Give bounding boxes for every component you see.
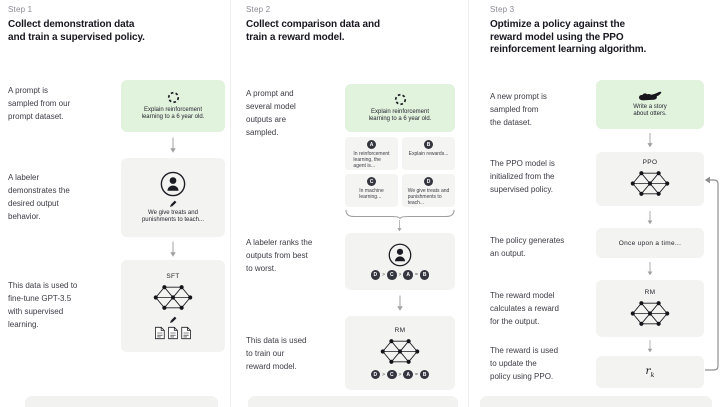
labeler-icon [160,171,186,197]
caption-outputs-sampled: A prompt and several model outputs are s… [246,89,296,137]
ppo-label: PPO [642,159,658,166]
output-card-d: D We give treats and punishments to teac… [402,174,455,207]
down-arrow-icon [396,220,403,232]
output-card-text: Explain rewards... [408,150,449,157]
down-arrow-icon [646,133,654,148]
caption-generates-output: The policy generates an output. [490,236,565,258]
prompt-box-text: Write a story about otters. [633,103,667,117]
next-row-card-edge [248,396,458,407]
pencil-icon [169,199,178,208]
step-1-heading: Collect demonstration data and train a s… [8,19,145,43]
caption-ppo-init: The PPO model is initialized from the su… [490,159,555,194]
step-3-label: Step 3 [490,5,515,14]
rank-item: D [370,270,381,280]
network-icon [630,168,670,199]
output-card-b: B Explain rewards... [402,137,455,170]
next-row-card-edge [480,396,712,407]
ppo-model-box: PPO [596,152,704,206]
labeler-icon [388,243,412,267]
prompt-box-text: Explain reinforcement learning to a 6 ye… [368,108,432,122]
labeler-rank-box: D > C > A = B [345,233,455,290]
prompt-box: Explain reinforcement learning to a 6 ye… [121,80,225,132]
rank-separator: > [382,272,386,278]
ranking-row: D > C > A = B [370,270,430,280]
step-2-heading: Collect comparison data and train a rewa… [246,19,380,43]
sft-model-box: SFT [121,260,225,352]
output-card-text: In reinforcement learning, the agent is.… [353,150,390,169]
generated-output-box: Once upon a time... [596,228,704,258]
rank-separator: = [414,272,418,278]
output-card-text: In machine learning... [359,187,384,200]
output-card-a: A In reinforcement learning, the agent i… [345,137,398,170]
documents-icon [154,326,192,340]
reward-value-box: rk [596,356,704,388]
rm-label: RM [394,326,406,334]
brace-icon [345,210,455,219]
sft-label: SFT [166,272,180,280]
ranking-row: D > C > A = B [370,369,430,380]
rm-label: RM [644,288,656,296]
caption-prompt-sampled: A prompt is sampled from our prompt data… [8,86,71,121]
sampling-icon [394,93,407,106]
rank-item: B [419,270,430,280]
down-arrow-icon [169,137,177,154]
rank-item: B [419,369,430,380]
rank-separator: > [398,272,402,278]
step-1-label: Step 1 [8,5,33,14]
rank-item: C [387,270,397,280]
rank-item: A [403,270,413,280]
output-text: Once upon a time... [618,239,682,247]
rank-separator: > [398,371,402,378]
reward-model-box: RM D > C > A = B [345,316,455,390]
sampling-icon [167,91,180,104]
pencil-icon [169,315,178,324]
down-arrow-icon [646,262,654,276]
rank-separator: > [382,371,386,378]
down-arrow-icon [169,241,177,258]
prompt-box-text: Explain reinforcement learning to a 6 ye… [141,106,205,120]
output-letter-badge: D [424,177,433,186]
rank-item: D [370,369,381,380]
loop-arrow-icon [704,176,719,371]
reward-model-box: RM [596,280,704,337]
step-3-heading: Optimize a policy against the reward mod… [490,19,647,55]
output-card-text: We give treats and punishments to teach.… [407,187,450,206]
reward-value: rk [645,364,655,380]
prompt-box: Explain reinforcement learning to a 6 ye… [345,84,455,132]
rank-item: A [403,369,413,380]
column-divider [468,0,469,407]
labeler-demo-box: We give treats and punishments to teach.… [121,158,225,237]
output-letter-badge: C [367,177,376,186]
output-letter-badge: B [424,140,433,149]
network-icon [380,336,420,367]
step-2-label: Step 2 [246,5,271,14]
caption-labeler-ranks: A labeler ranks the outputs from best to… [246,238,313,273]
next-row-card-edge [25,396,218,407]
rank-separator: = [414,371,418,378]
caption-new-prompt: A new prompt is sampled from the dataset… [490,92,547,127]
output-letter-badge: A [367,140,376,149]
down-arrow-icon [646,211,654,225]
network-icon [630,298,670,329]
column-divider [230,0,231,407]
output-card-c: C In machine learning... [345,174,398,207]
caption-reward-calculated: The reward model calculates a reward for… [490,291,559,326]
caption-finetune: This data is used to fine-tune GPT-3.5 w… [8,281,78,329]
rank-item: C [387,369,397,380]
network-icon [153,282,193,313]
demo-box-text: We give treats and punishments to teach.… [141,209,205,223]
caption-train-rm: This data is used to train our reward mo… [246,336,307,371]
otter-icon [637,91,663,102]
prompt-box: Write a story about otters. [596,80,704,129]
down-arrow-icon [396,295,404,312]
down-arrow-icon [646,340,654,353]
caption-labeler-demonstrates: A labeler demonstrates the desired outpu… [8,173,70,221]
caption-reward-updates-policy: The reward is used to update the policy … [490,346,559,381]
